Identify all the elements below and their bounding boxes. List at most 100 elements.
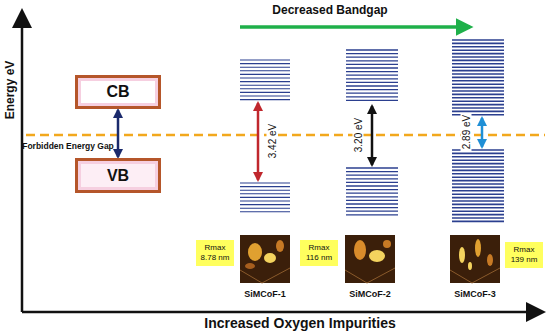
energy-level-line bbox=[346, 211, 398, 212]
energy-level-line bbox=[452, 60, 504, 62]
energy-level-line bbox=[240, 77, 290, 78]
energy-level-line bbox=[346, 96, 398, 97]
valence-band-box: VB bbox=[75, 158, 161, 193]
energy-level-line bbox=[346, 64, 398, 65]
box-title: Rmax bbox=[309, 243, 330, 253]
box-title: Rmax bbox=[205, 243, 226, 253]
energy-level-line bbox=[452, 63, 504, 65]
energy-level-line bbox=[240, 88, 290, 89]
energy-level-line bbox=[240, 95, 290, 96]
energy-level-line bbox=[452, 170, 504, 172]
energy-level-line bbox=[346, 214, 398, 215]
energy-level-line bbox=[346, 89, 398, 90]
gap-arrow bbox=[257, 103, 260, 180]
energy-level-line bbox=[240, 182, 290, 183]
energy-level-line bbox=[346, 200, 398, 201]
energy-level-line bbox=[240, 190, 290, 191]
energy-level-line bbox=[452, 83, 504, 85]
energy-level-line bbox=[452, 66, 504, 68]
energy-level-line bbox=[452, 190, 504, 192]
energy-level-line bbox=[452, 193, 504, 195]
x-axis bbox=[22, 311, 542, 314]
energy-level-line bbox=[452, 100, 504, 102]
energy-level-line bbox=[452, 217, 504, 219]
sample-name: SiMCoF-2 bbox=[349, 289, 391, 299]
box-value: 139 nm bbox=[511, 255, 538, 265]
energy-level-line bbox=[346, 193, 398, 194]
energy-level-line bbox=[452, 204, 504, 206]
energy-level-line bbox=[452, 156, 504, 158]
energy-level-line bbox=[452, 104, 504, 106]
energy-level-line bbox=[240, 186, 290, 187]
energy-level-line bbox=[346, 189, 398, 190]
energy-level-line bbox=[346, 82, 398, 83]
energy-level-line bbox=[240, 70, 290, 71]
energy-level-line bbox=[346, 75, 398, 76]
gap-note: Forbidden Energy Gap bbox=[22, 141, 114, 151]
energy-level-line bbox=[346, 167, 398, 168]
energy-level-line bbox=[346, 175, 398, 176]
energy-level-line bbox=[452, 197, 504, 199]
energy-level-line bbox=[346, 85, 398, 86]
energy-level-line bbox=[240, 99, 290, 100]
axis-title: Energy eV bbox=[3, 61, 17, 120]
energy-level-line bbox=[346, 78, 398, 79]
energy-level-line bbox=[346, 57, 398, 58]
energy-level-line bbox=[346, 182, 398, 183]
trend-arrow bbox=[240, 25, 470, 29]
energy-level-line bbox=[452, 70, 504, 72]
energy-level-line bbox=[346, 93, 398, 94]
conduction-band-box: CB bbox=[75, 75, 161, 109]
energy-level-line bbox=[240, 208, 290, 209]
trend-title: Decreased Bandgap bbox=[272, 3, 387, 17]
box-title: CB bbox=[106, 83, 129, 101]
energy-level-line bbox=[240, 59, 290, 60]
roughness-tag: Rmax116 nm bbox=[300, 240, 338, 266]
energy-level-line bbox=[346, 60, 398, 61]
energy-level-line bbox=[452, 77, 504, 79]
energy-level-line bbox=[240, 63, 290, 64]
energy-level-line bbox=[452, 183, 504, 185]
energy-level-line bbox=[452, 221, 504, 223]
energy-level-line bbox=[452, 39, 504, 41]
energy-level-line bbox=[452, 187, 504, 189]
energy-level-line bbox=[452, 53, 504, 55]
energy-level-line bbox=[346, 203, 398, 204]
gap-arrow bbox=[371, 106, 374, 165]
energy-level-line bbox=[346, 100, 398, 101]
energy-level-line bbox=[346, 196, 398, 197]
energy-level-line bbox=[240, 92, 290, 93]
energy-level-line bbox=[452, 176, 504, 178]
energy-level-line bbox=[452, 56, 504, 58]
bandgap-value: 3.20 eV bbox=[353, 116, 364, 154]
energy-level-line bbox=[240, 85, 290, 86]
box-value: 8.78 nm bbox=[201, 253, 230, 263]
energy-level-line bbox=[346, 71, 398, 72]
roughness-tag: Rmax8.78 nm bbox=[196, 240, 234, 266]
bandgap-value: 2.89 eV bbox=[461, 113, 472, 151]
roughness-tag: Rmax139 nm bbox=[505, 242, 543, 268]
energy-level-line bbox=[346, 207, 398, 208]
gap-arrow bbox=[481, 118, 484, 147]
energy-level-line bbox=[452, 73, 504, 75]
energy-level-line bbox=[240, 81, 290, 82]
bandgap-value: 3.42 eV bbox=[267, 122, 278, 160]
sample-name: SiMCoF-1 bbox=[244, 289, 286, 299]
energy-level-line bbox=[240, 193, 290, 194]
energy-level-line bbox=[346, 171, 398, 172]
energy-level-line bbox=[452, 214, 504, 216]
energy-level-line bbox=[452, 207, 504, 209]
energy-level-line bbox=[452, 180, 504, 182]
energy-level-line bbox=[452, 49, 504, 51]
afm-image bbox=[345, 235, 395, 283]
axis-title: Increased Oxygen Impurities bbox=[204, 315, 395, 331]
energy-level-line bbox=[452, 80, 504, 82]
energy-level-line bbox=[240, 204, 290, 205]
gap-arrow bbox=[117, 110, 120, 157]
energy-level-line bbox=[452, 97, 504, 99]
energy-level-line bbox=[240, 67, 290, 68]
box-title: Rmax bbox=[514, 245, 535, 255]
energy-level-line bbox=[240, 197, 290, 198]
energy-level-line bbox=[452, 107, 504, 109]
